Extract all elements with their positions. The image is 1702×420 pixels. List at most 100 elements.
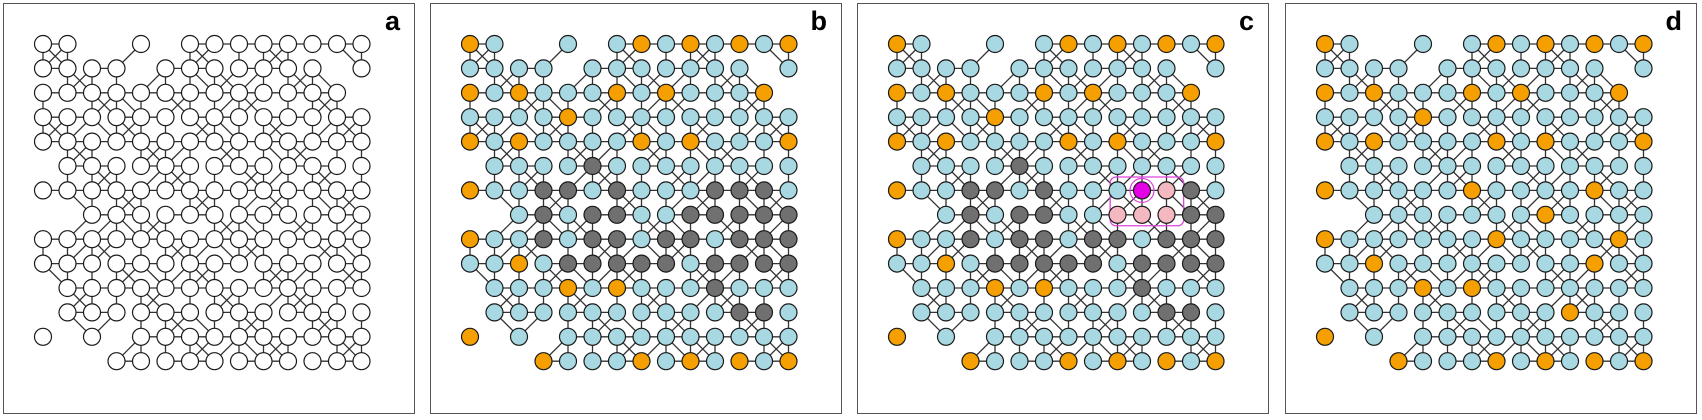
graph-node [656,254,676,273]
graph-node [730,83,749,102]
graph-node [205,156,224,176]
graph-node [632,108,651,127]
graph-node [254,108,273,127]
graph-node [1560,327,1580,346]
graph-node [1560,278,1580,298]
graph-node [656,230,676,249]
graph-node [779,303,798,322]
graph-node [278,132,298,151]
panel-d: d [1285,3,1697,414]
graph-node [1059,254,1078,273]
graph-node [254,181,273,200]
graph-node [779,327,798,346]
graph-node [632,205,651,224]
graph-node [180,83,200,102]
graph-node [1634,278,1653,298]
graph-node [1609,83,1629,102]
graph-node [1315,132,1335,151]
graph-node [961,83,980,102]
graph-node [1634,303,1653,322]
panel-a: a [3,3,415,414]
graph-node [1585,59,1604,78]
graph-node [303,230,322,249]
graph-node [534,132,553,151]
graph-node [1340,230,1359,249]
graph-node [485,254,504,273]
graph-node [1108,108,1127,127]
graph-node [278,230,298,249]
graph-node [156,132,175,151]
graph-node [1315,34,1335,54]
graph-node [1340,278,1359,298]
graph-node [1315,83,1335,102]
graph-node [327,34,347,54]
graph-node [1560,59,1580,78]
graph-node [82,303,102,322]
graph-node [705,34,725,54]
graph-node [681,132,700,151]
graph-node [229,132,249,151]
graph-node [632,278,651,298]
graph-node [1364,205,1384,224]
graph-node [985,132,1005,151]
graph-node [205,303,224,322]
graph-node [205,230,224,249]
graph-node [1083,108,1103,127]
graph-node [754,181,774,200]
graph-node [180,59,200,78]
graph-node [1364,132,1384,151]
graph-node [1010,181,1029,200]
graph-node [681,34,700,54]
graph-node [156,278,175,298]
graph-node [656,34,676,54]
graph-node [1132,83,1152,102]
graph-node [534,59,553,78]
graph-node [985,278,1005,298]
graph-node [1560,230,1580,249]
graph-node [1083,181,1103,200]
graph-node [509,108,529,127]
graph-node [352,59,371,78]
graph-node [558,34,578,54]
graph-node [779,34,798,54]
graph-node [254,327,273,346]
graph-node [1034,83,1054,102]
graph-node [1389,303,1408,322]
graph-node [229,83,249,102]
graph-node [1340,34,1359,54]
graph-node [961,352,980,371]
graph-node [936,205,956,224]
graph-node [730,327,749,346]
graph-node [1536,34,1555,54]
graph-node [779,205,798,224]
graph-node [303,59,322,78]
graph-node [1108,230,1127,249]
graph-node [1585,278,1604,298]
graph-node [1438,59,1457,78]
graph-node [583,132,602,151]
graph-node [1059,352,1078,371]
graph-node [936,278,956,298]
graph-node [1364,254,1384,273]
graph-node [131,327,151,346]
graph-node [1181,108,1201,127]
graph-node [1206,156,1225,176]
graph-node [887,132,907,151]
graph-node [1181,303,1201,322]
graph-node [534,303,553,322]
graph-node [1132,108,1152,127]
graph-node [656,83,676,102]
graph-node [1389,59,1408,78]
graph-node [534,254,553,273]
graph-node [33,327,53,346]
graph-node [1157,230,1176,249]
graph-node [1536,230,1555,249]
graph-node [1206,352,1225,371]
graph-node [754,278,774,298]
graph-node [254,156,273,176]
graph-node [303,156,322,176]
graph-node [656,156,676,176]
graph-node [229,278,249,298]
graph-node [254,278,273,298]
graph-node [985,83,1005,102]
